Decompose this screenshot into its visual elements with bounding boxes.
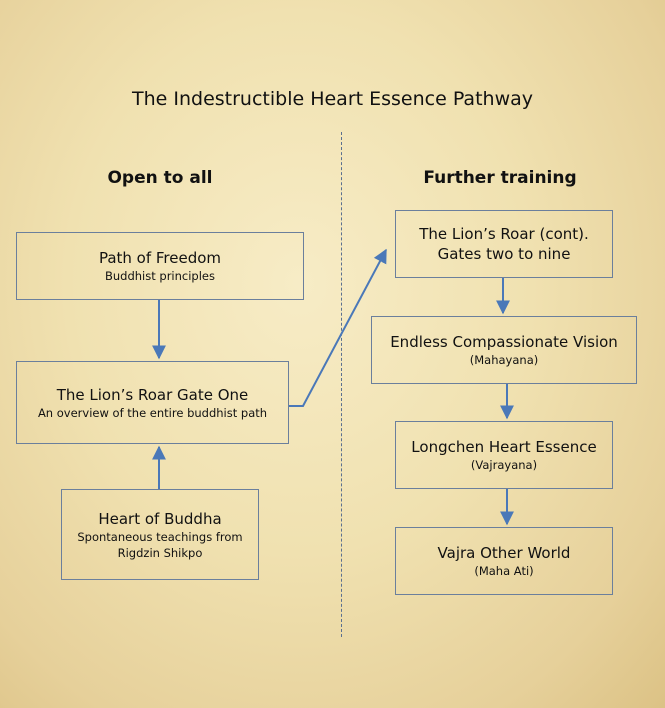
box-title: Heart of Buddha bbox=[98, 509, 222, 528]
arrow-gate-one-to-further bbox=[289, 248, 387, 407]
box-subtitle-line-2: Rigdzin Shikpo bbox=[117, 545, 203, 560]
box-subtitle: (Maha Ati) bbox=[474, 564, 534, 578]
box-lions-roar-gate-one: The Lion’s Roar Gate One An overview of … bbox=[16, 361, 289, 444]
box-title: Endless Compassionate Vision bbox=[390, 333, 618, 351]
box-subtitle: (Mahayana) bbox=[469, 353, 539, 367]
box-subtitle: (Vajrayana) bbox=[470, 458, 538, 472]
column-divider bbox=[341, 132, 342, 637]
box-subtitle: Buddhist principles bbox=[104, 269, 215, 283]
column-heading-further: Further training bbox=[423, 168, 577, 188]
box-subtitle-line-1: Spontaneous teachings from bbox=[77, 529, 243, 544]
diagram-title: The Indestructible Heart Essence Pathway bbox=[131, 88, 533, 110]
box-heart-of-buddha: Heart of Buddha Spontaneous teachings fr… bbox=[61, 489, 259, 580]
box-path-of-freedom: Path of Freedom Buddhist principles bbox=[16, 232, 304, 300]
box-longchen-heart-essence: Longchen Heart Essence (Vajrayana) bbox=[395, 421, 613, 489]
column-heading-open: Open to all bbox=[107, 168, 213, 188]
box-vajra-other-world: Vajra Other World (Maha Ati) bbox=[395, 527, 613, 595]
box-endless-compassionate-vision: Endless Compassionate Vision (Mahayana) bbox=[371, 316, 637, 384]
box-subtitle: An overview of the entire buddhist path bbox=[37, 405, 268, 420]
box-title: The Lion’s Roar Gate One bbox=[56, 385, 249, 404]
box-title: Longchen Heart Essence bbox=[411, 438, 597, 456]
box-title: Vajra Other World bbox=[437, 544, 571, 562]
box-title: Path of Freedom bbox=[98, 249, 222, 267]
box-title-line-1: The Lion’s Roar (cont). bbox=[419, 225, 589, 243]
box-lions-roar-cont: The Lion’s Roar (cont). Gates two to nin… bbox=[395, 210, 613, 278]
box-title-line-2: Gates two to nine bbox=[437, 245, 571, 263]
